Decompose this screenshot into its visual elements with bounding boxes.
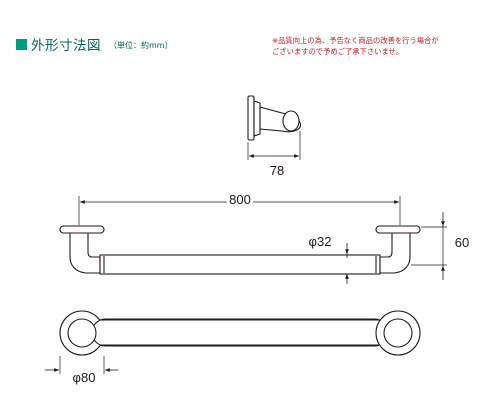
disclaimer-line-1: ※品質向上の為、予告なく商品の改善を行う場合が (272, 36, 439, 45)
base-diameter-label: φ80 (73, 370, 96, 385)
front-right-arm (379, 232, 411, 274)
page-title: 外形寸法図 (31, 38, 101, 54)
title-marker-square (16, 38, 27, 50)
bar-diameter-label: φ32 (309, 234, 332, 249)
unit-label: （単位：約mm） (109, 41, 173, 50)
front-left-arm (69, 232, 101, 274)
top-left-base-inner (67, 318, 97, 348)
header: 外形寸法図 （単位：約mm） (16, 34, 173, 54)
side-view-flange (253, 100, 261, 137)
front-bar (99, 254, 381, 275)
side-depth-label: 78 (270, 163, 284, 178)
side-view-wall-plate (247, 95, 255, 141)
front-right-flange (375, 225, 421, 234)
front-view (59, 225, 421, 275)
height-label: 60 (455, 235, 469, 250)
disclaimer-line-2: ございますので予めご了承下さいませ。 (272, 46, 404, 56)
top-right-base-inner (383, 318, 413, 348)
top-bar (91, 318, 389, 347)
top-view (59, 310, 421, 356)
disclaimer-note: ※品質向上の為、予告なく商品の改善を行う場合が ございますので予めご了承下さいま… (272, 36, 492, 57)
length-label: 800 (229, 192, 251, 207)
side-view (247, 95, 302, 141)
front-left-flange (59, 225, 105, 234)
side-view-bar-end (282, 110, 300, 132)
